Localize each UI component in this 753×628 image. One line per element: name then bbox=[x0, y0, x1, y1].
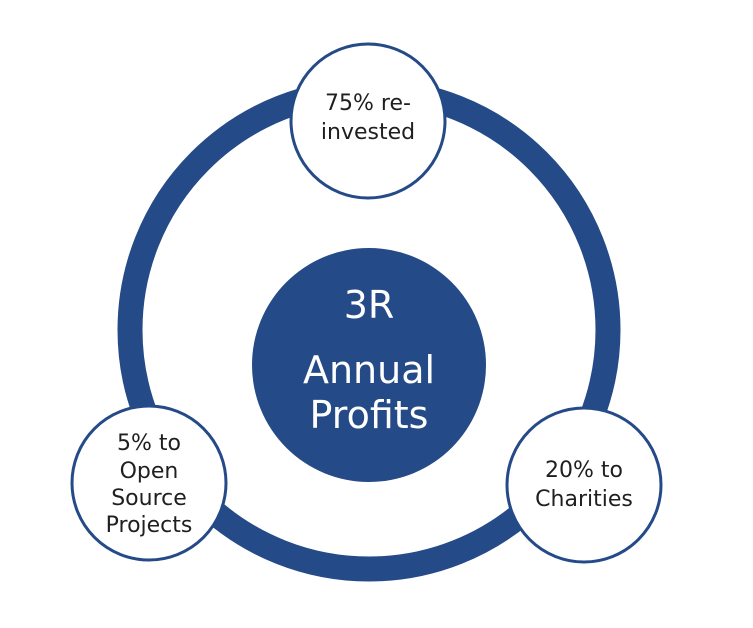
node-open-source-line2: Open bbox=[120, 459, 179, 484]
node-reinvested: 75% re- invested bbox=[289, 42, 447, 200]
center-title: 3R bbox=[344, 283, 395, 327]
node-reinvested-line1: 75% re- bbox=[325, 91, 411, 116]
center-subtitle-line2: Profits bbox=[310, 393, 429, 437]
node-charities-line1: 20% to bbox=[545, 458, 623, 483]
node-charities: 20% to Charities bbox=[505, 406, 663, 564]
center-subtitle-line1: Annual bbox=[303, 348, 435, 392]
node-charities-circle bbox=[505, 406, 663, 564]
node-reinvested-circle bbox=[289, 42, 447, 200]
center-node: 3R Annual Profits bbox=[252, 248, 486, 482]
node-reinvested-line2: invested bbox=[321, 120, 415, 145]
node-open-source-circle bbox=[70, 404, 228, 562]
center-circle bbox=[252, 248, 486, 482]
node-open-source-line1: 5% to bbox=[117, 431, 181, 456]
node-charities-line2: Charities bbox=[535, 487, 633, 512]
node-open-source: 5% to Open Source Projects bbox=[70, 404, 228, 562]
node-open-source-line3: Source bbox=[111, 486, 187, 511]
node-open-source-line4: Projects bbox=[106, 513, 193, 538]
